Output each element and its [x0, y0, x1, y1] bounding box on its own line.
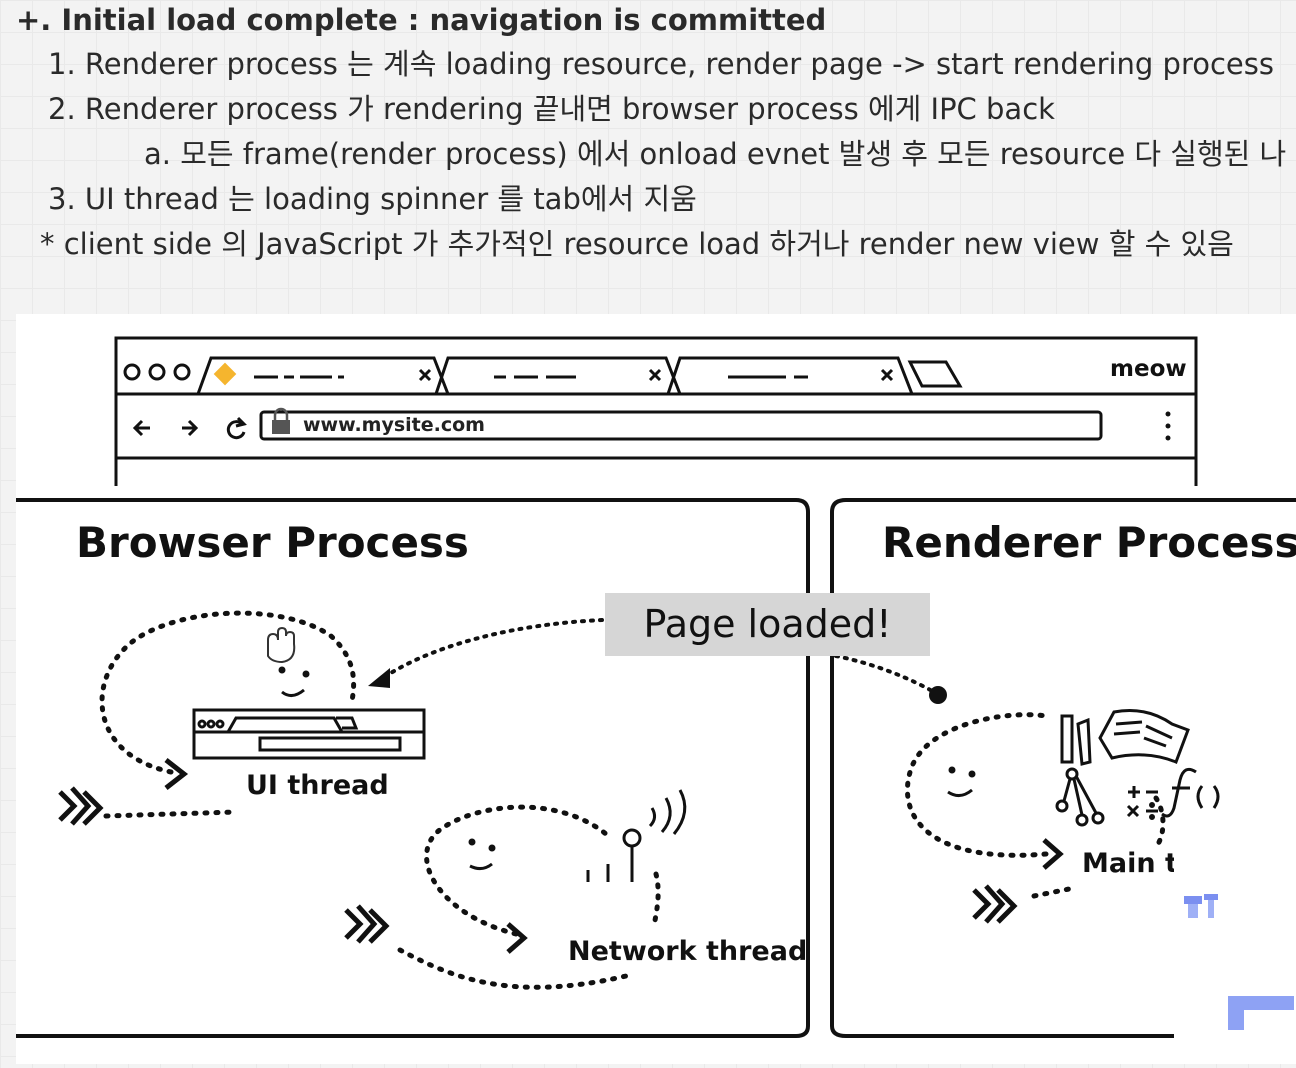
notes-title: +. Initial load complete : navigation is… [16, 3, 827, 37]
mini-browser-icon [192, 708, 426, 760]
renderer-process-box [830, 498, 1296, 1038]
browser-window-sketch [114, 336, 1198, 486]
tree-graph-icon [1055, 767, 1105, 827]
address-bar-url: www.mysite.com [303, 414, 485, 436]
network-thread-label: Network thread [568, 936, 808, 967]
browser-process-title: Browser Process [76, 518, 469, 567]
main-thread-face-icon [947, 766, 976, 797]
address-bar-sketch [259, 410, 1103, 441]
main-thread-motion-icon [972, 884, 1018, 924]
ui-thread-label: UI thread [246, 770, 389, 801]
browser-process-box [16, 498, 810, 1038]
notes-item-1: 1. Renderer process 는 계속 loading resourc… [48, 47, 1274, 81]
back-arrow-icon [132, 419, 150, 437]
network-thread-loop [424, 804, 609, 937]
antenna-signal-icon [586, 789, 687, 882]
ipc-arrow-head [368, 668, 390, 688]
ipc-line-from-renderer [834, 654, 936, 694]
notes-item-2a: a. 모든 frame(render process) 에서 onload ev… [144, 137, 1287, 171]
tab-close-icon [418, 368, 894, 382]
ipc-arrow-to-ui [384, 618, 604, 678]
renderer-process-title: Renderer Process [882, 518, 1296, 567]
window-controls-icon [123, 363, 191, 381]
ipc-origin-dot [929, 686, 947, 704]
forward-arrow-icon [182, 419, 199, 437]
network-thread-loop-arrow [506, 922, 528, 954]
book-icon [1098, 709, 1190, 764]
lock-icon [272, 407, 290, 434]
main-thread-loop [905, 712, 1049, 858]
illustration-drawing [16, 336, 1296, 1038]
notes-section: +. Initial load complete : navigation is… [0, 0, 1296, 300]
overlay-thumbnail-icon [1184, 894, 1294, 1030]
network-thread-motion-icon [344, 904, 390, 944]
function-icon [1161, 767, 1220, 818]
ui-thread-loop [99, 610, 357, 775]
loading-spinner-icon [213, 362, 237, 386]
notes-item-3: 3. UI thread 는 loading spinner 를 tab에서 지… [48, 182, 697, 216]
process-illustration: www.mysite.com meow Browser Process Rend… [16, 314, 1296, 1064]
main-thread-tail [1031, 885, 1077, 899]
main-thread-loop-arrow [1042, 838, 1064, 870]
pencil-ruler-icon [1060, 714, 1092, 766]
kebab-menu-icon [1165, 411, 1171, 441]
overlay-panel [1174, 842, 1296, 1064]
network-thread-face-icon [468, 838, 496, 871]
hand-cursor-icon [267, 626, 296, 664]
ui-thread-face-icon [278, 666, 310, 697]
notes-footnote: * client side 의 JavaScript 가 추가적인 resour… [40, 227, 1234, 261]
main-thread-label: Main tl [1082, 848, 1188, 879]
window-label: meow [1110, 356, 1187, 382]
math-symbols-icon [1126, 786, 1158, 820]
ui-thread-tail [103, 809, 239, 819]
ui-thread-motion-icon [58, 786, 104, 826]
notes-item-2: 2. Renderer process 가 rendering 끝내면 brow… [48, 92, 1055, 126]
ipc-message-box: Page loaded! [605, 593, 930, 656]
ui-thread-loop-arrow [164, 758, 189, 790]
network-thread-tail [397, 947, 629, 990]
reload-icon [226, 416, 247, 440]
